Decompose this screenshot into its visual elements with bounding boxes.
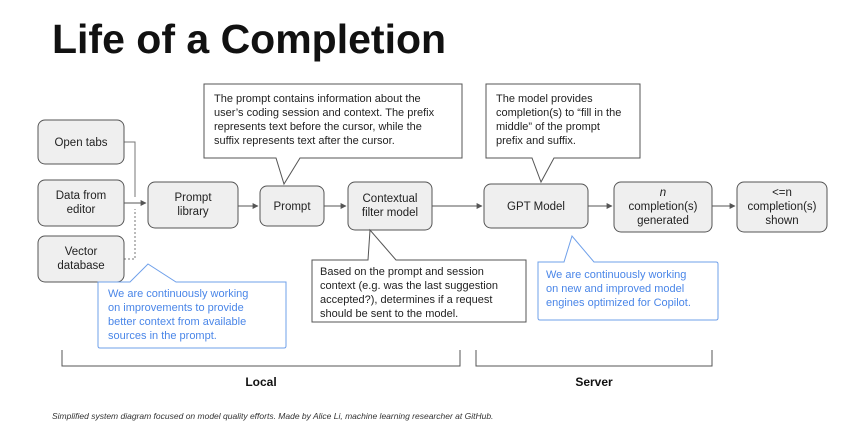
page-title: Life of a Completion xyxy=(52,16,447,62)
gpt-model-label: GPT Model xyxy=(507,201,565,213)
open-tabs-connector xyxy=(124,141,136,197)
prompt-node: Prompt xyxy=(259,185,325,227)
prompt-label: Prompt xyxy=(273,201,311,213)
local-bracket xyxy=(61,350,461,367)
vector-database-connector xyxy=(124,209,136,260)
local-region-label: Local xyxy=(245,375,276,389)
figure-caption: Simplified system diagram focused on mod… xyxy=(52,411,494,421)
prompt-info-text: The prompt contains information about th… xyxy=(214,93,435,147)
source-connectors xyxy=(124,141,147,260)
open-tabs-label: Open tabs xyxy=(54,137,107,149)
prompt-info-callout: The prompt contains information about th… xyxy=(203,83,463,186)
server-bracket xyxy=(475,350,713,367)
open-tabs-node: Open tabs xyxy=(37,119,125,165)
server-region-label: Server xyxy=(575,375,613,389)
gpt-model-node: GPT Model xyxy=(483,183,589,229)
